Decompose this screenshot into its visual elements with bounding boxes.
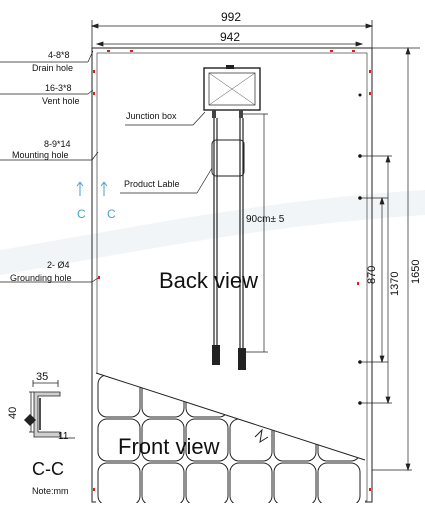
- mounting-hole-label: Mounting hole: [12, 150, 69, 160]
- vent-hole-label: Vent hole: [42, 96, 80, 106]
- dim-1370: 1370: [389, 271, 401, 296]
- dim-870: 870: [366, 265, 378, 284]
- vent-hole-mark: [369, 488, 371, 491]
- grounding-hole-mark: [98, 276, 100, 279]
- drain-hole-mark: [107, 50, 110, 52]
- dim-942: 942: [220, 30, 241, 44]
- junction-box-label: Junction box: [126, 111, 177, 121]
- vent-hole-mark: [93, 70, 95, 73]
- back-view-title: Back view: [159, 268, 259, 293]
- product-label-box: [211, 139, 245, 177]
- mounting-hole: [358, 196, 362, 200]
- junction-box: [203, 65, 261, 118]
- vent-hole-mark: [93, 488, 95, 491]
- front-view-title: Front view: [118, 434, 220, 459]
- section-title: C-C: [32, 459, 64, 479]
- vent-hole-mark: [93, 92, 95, 95]
- dim-992: 992: [221, 10, 242, 24]
- section-dim-40: 40: [7, 406, 19, 419]
- mounting-hole: [358, 154, 362, 158]
- cables: [213, 118, 244, 348]
- dim-1650: 1650: [410, 259, 422, 284]
- callout-leaders: [0, 50, 213, 283]
- section-marker-left: C: [77, 207, 86, 221]
- connectors: [212, 345, 246, 370]
- section-dim-11: 11: [58, 431, 69, 442]
- section-markers: [76, 181, 108, 196]
- red-hole-marks: [93, 50, 371, 491]
- section-marker-right: C: [107, 207, 116, 221]
- break-line: [95, 372, 366, 461]
- grounding-hole-mark: [357, 282, 359, 285]
- dim-cable-length: 90cm± 5: [246, 214, 285, 225]
- drain-hole-mark: [330, 50, 333, 52]
- dimension-942: [95, 41, 364, 47]
- dimension-cable: [243, 113, 268, 353]
- mounting-hole: [358, 401, 362, 405]
- section-dim-35: 35: [36, 371, 49, 383]
- vent-hole-mark: [369, 92, 371, 95]
- mounting-hole: [358, 93, 362, 97]
- break-zigzag: [254, 428, 269, 444]
- dimension-1650: [372, 46, 420, 472]
- grounding-hole-label: Grounding hole: [10, 273, 72, 283]
- mounting-hole-count: 8-9*14: [44, 139, 71, 149]
- background-swoosh: [0, 190, 425, 275]
- vent-hole-count: 16-3*8: [45, 83, 72, 93]
- dimension-870: [362, 196, 388, 364]
- drain-hole-count: 4-8*8: [48, 50, 70, 60]
- units-note: Note:mm: [32, 486, 69, 496]
- drain-hole-mark: [130, 50, 133, 52]
- grounding-hole-count: 2- Ø4: [47, 260, 70, 270]
- dimension-992: [90, 20, 374, 48]
- drain-hole-mark: [352, 50, 355, 52]
- mounting-hole: [358, 360, 362, 364]
- vent-hole-mark: [369, 70, 371, 73]
- product-label-text: Product Lable: [124, 179, 180, 189]
- section-detail: [24, 380, 75, 439]
- drain-hole-label: Drain hole: [32, 63, 74, 73]
